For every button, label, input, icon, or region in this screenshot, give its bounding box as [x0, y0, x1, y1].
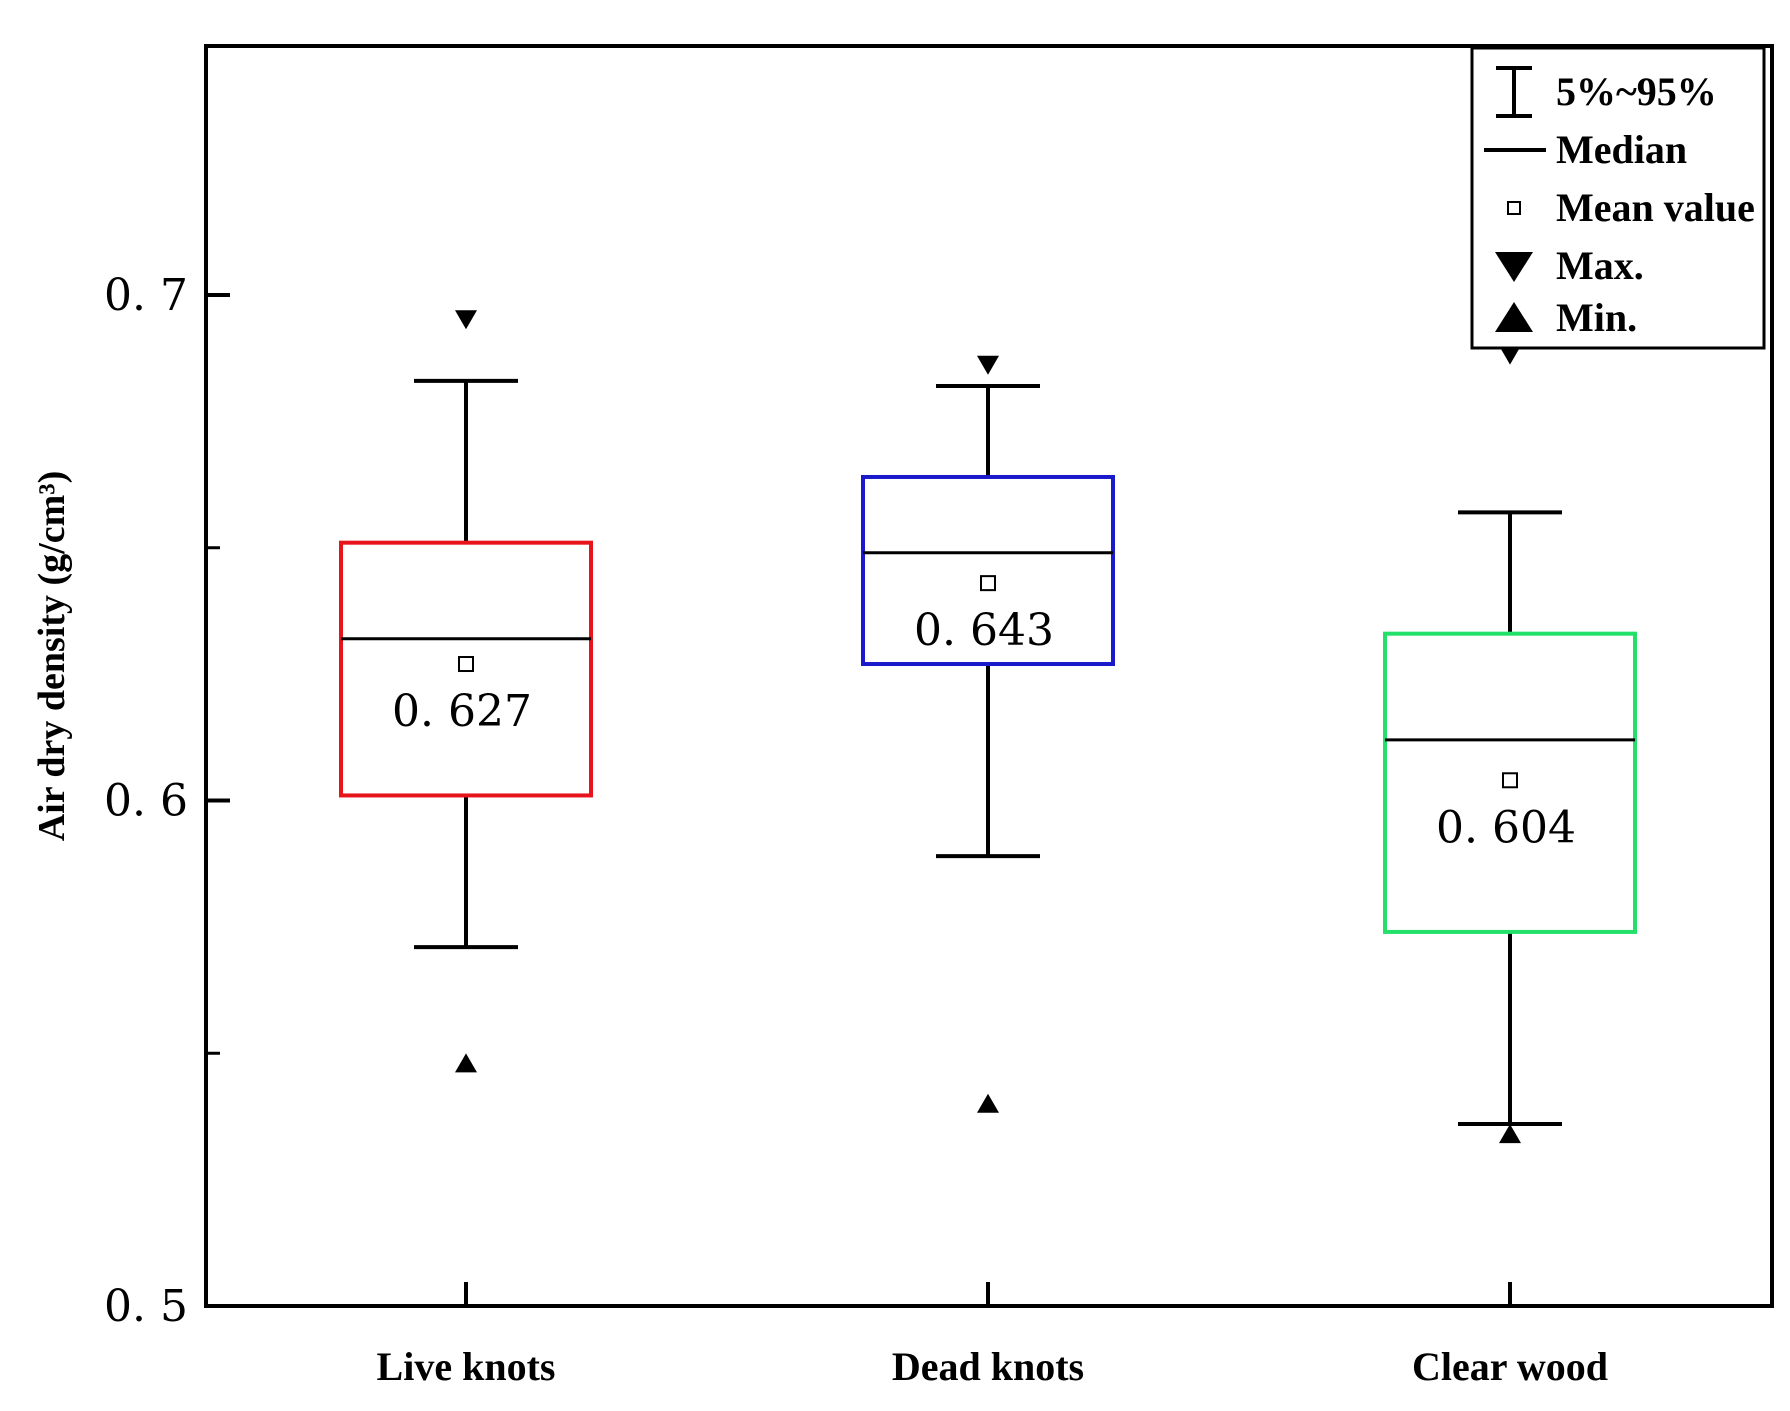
legend-label: Median: [1556, 127, 1687, 172]
legend-item: Mean value: [1507, 185, 1755, 230]
legend-label: Mean value: [1556, 185, 1755, 230]
legend-mean-symbol: [1507, 201, 1521, 215]
min-marker: [455, 1053, 477, 1073]
legend-item: Max.: [1495, 243, 1644, 288]
box-iqr: [861, 474, 1115, 667]
legend-box: [1470, 46, 1766, 350]
y-tick-label: 0. 6: [104, 776, 188, 827]
y-tick-label: 0. 7: [104, 270, 188, 321]
y-axis-title: Air dry density (g/cm³): [31, 471, 73, 842]
x-category-label: Clear wood: [1412, 1344, 1608, 1389]
x-category-label: Dead knots: [892, 1344, 1084, 1389]
legend-label: Min.: [1556, 295, 1637, 340]
x-category-label: Live knots: [377, 1344, 556, 1389]
legend-item: 5%~95%: [1496, 66, 1717, 118]
legend-item: Median: [1484, 127, 1687, 172]
legend-item: Min.: [1495, 295, 1637, 340]
mean-marker: [458, 656, 474, 673]
plot-area: 0. 5 0. 6 0. 7 Air dry density (g/cm³) Live …: [31, 44, 1774, 1389]
y-tick-label: 0. 5: [104, 1281, 188, 1332]
max-marker: [977, 355, 999, 375]
box-series-1: Dead knots 0. 643: [861, 355, 1115, 1389]
legend-max-symbol: [1495, 252, 1533, 282]
box-series-2: Clear wood 0. 604: [1383, 345, 1637, 1389]
min-marker: [977, 1093, 999, 1113]
box-iqr: [1383, 631, 1637, 934]
legend-label: Max.: [1556, 243, 1644, 288]
mean-value-label: 0. 627: [392, 686, 532, 737]
box-iqr: [339, 540, 593, 798]
legend-min-symbol: [1495, 302, 1533, 332]
box-series-0: Live knots 0. 627: [339, 310, 593, 1389]
mean-marker: [980, 575, 996, 592]
max-marker: [1499, 345, 1521, 365]
max-marker: [455, 310, 477, 330]
min-marker: [1499, 1124, 1521, 1144]
mean-marker: [1502, 772, 1518, 789]
mean-value-label: 0. 604: [1436, 802, 1576, 853]
mean-value-label: 0. 643: [914, 605, 1054, 656]
legend-label: 5%~95%: [1556, 69, 1717, 114]
